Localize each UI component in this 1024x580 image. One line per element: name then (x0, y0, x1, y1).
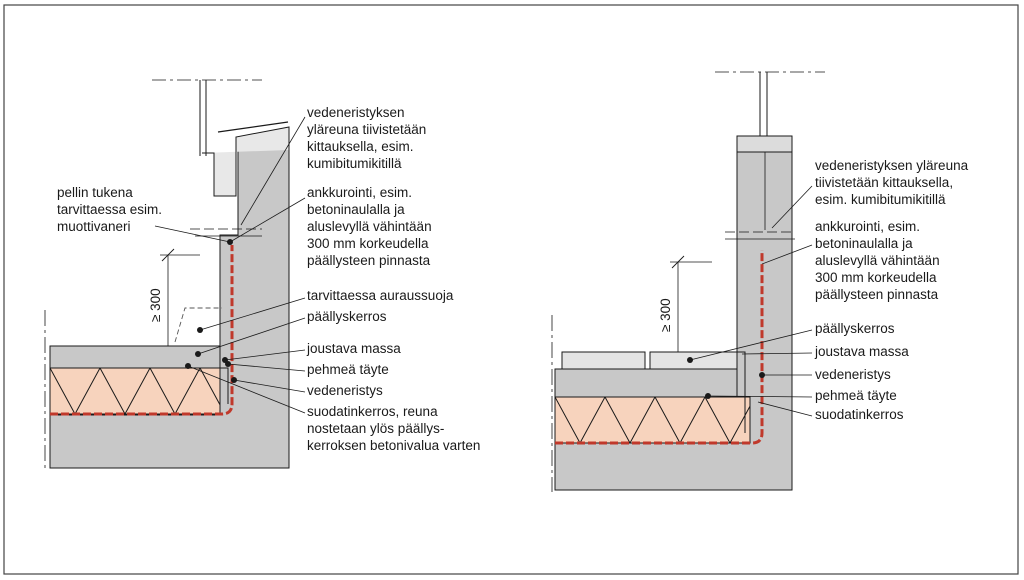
right-label-dimension: ≥ 300 (658, 298, 673, 332)
right-paving-slab (561, 351, 646, 370)
left-membrane (50, 245, 234, 416)
left-insulation (49, 367, 221, 415)
right-label-flexible: joustava massa (814, 344, 909, 359)
left-label-soft-fill: pehmeä täyte (307, 362, 389, 377)
right-label-surface: päällyskerros (815, 321, 895, 336)
left-label-surface: päällyskerros (307, 309, 387, 324)
right-label-filter: suodatinkerros (815, 407, 904, 422)
left-label-plow-guard: tarvittaessa auraussuoja (307, 288, 454, 303)
left-flashing (202, 126, 290, 197)
right-label-soft-fill: pehmeä täyte (815, 388, 897, 403)
left-label-flexible: joustava massa (306, 341, 401, 356)
left-label-waterproofing: vedeneristys (307, 383, 383, 398)
right-bedding-layer (554, 368, 738, 398)
drawing-frame (3, 4, 1019, 575)
right-membrane (555, 250, 764, 445)
right-coping (736, 135, 793, 153)
right-label-waterproofing: vedeneristys (815, 367, 891, 382)
left-surface-layer (49, 345, 221, 369)
right-paving-slab (649, 351, 738, 370)
right-detail (551, 71, 825, 492)
left-label-dimension: ≥ 300 (148, 288, 163, 322)
left-detail (44, 79, 306, 470)
